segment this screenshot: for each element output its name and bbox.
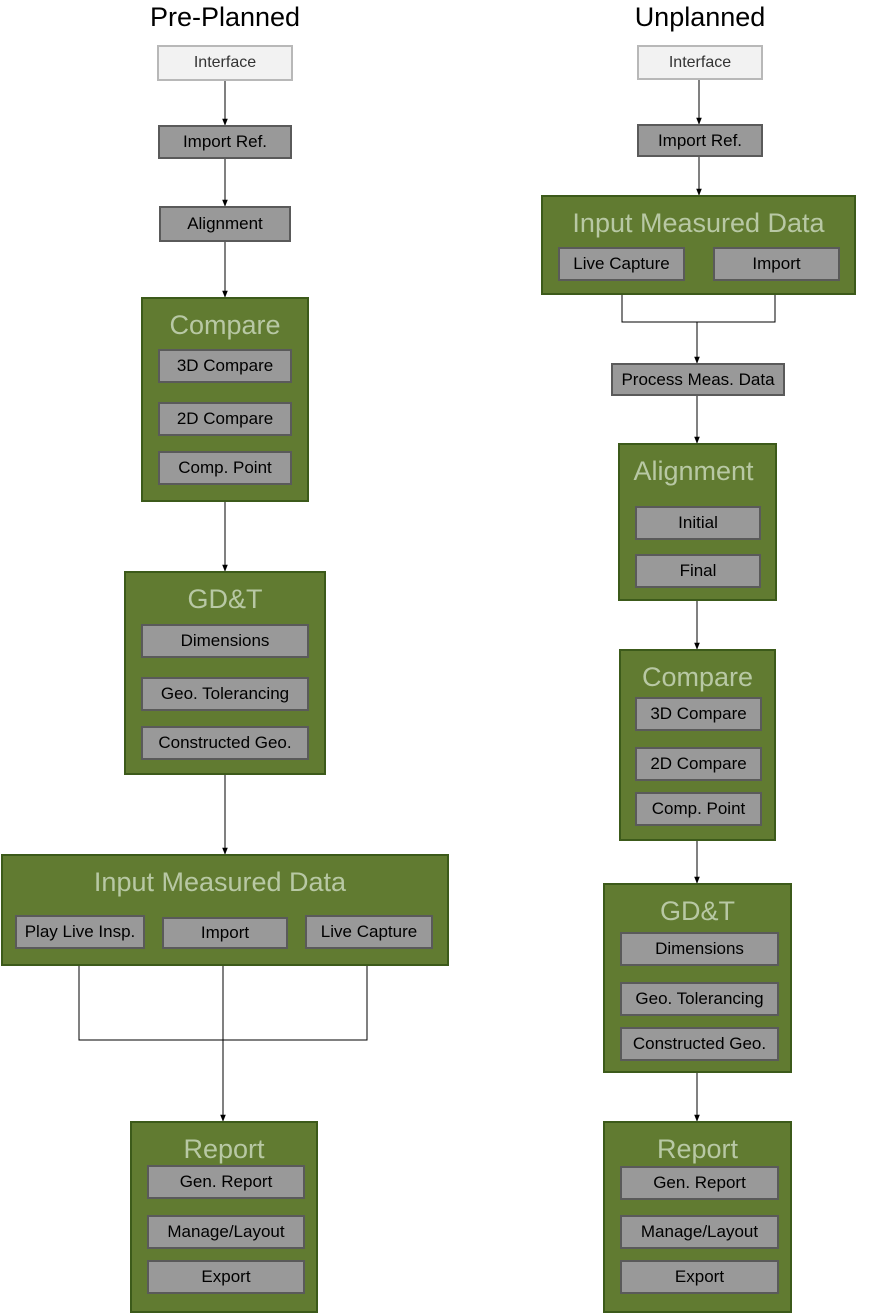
un-report-item: Manage/Layout: [620, 1215, 779, 1249]
pre-gdt-group: GD&T Dimensions Geo. Tolerancing Constru…: [124, 571, 326, 775]
un-report-item: Export: [620, 1260, 779, 1294]
pre-compare-item: Comp. Point: [158, 451, 292, 485]
pre-input-measured-group: Input Measured Data Play Live Insp. Impo…: [1, 854, 449, 966]
un-interface-box: Interface: [637, 45, 763, 80]
merge-line-unplanned: [621, 279, 776, 323]
pre-compare-title: Compare: [169, 310, 281, 340]
pre-planned-title: Pre-Planned: [149, 2, 301, 32]
un-compare-item: Comp. Point: [635, 792, 762, 826]
pre-gdt-item: Geo. Tolerancing: [141, 677, 309, 711]
pre-input-measured-title: Input Measured Data: [93, 867, 347, 897]
un-report-group: Report Gen. Report Manage/Layout Export: [603, 1121, 792, 1313]
pre-compare-item: 2D Compare: [158, 402, 292, 436]
un-gdt-group: GD&T Dimensions Geo. Tolerancing Constru…: [603, 883, 792, 1073]
un-import-ref-box: Import Ref.: [637, 124, 763, 157]
un-gdt-item: Geo. Tolerancing: [620, 982, 779, 1016]
un-input-item: Live Capture: [558, 247, 685, 281]
un-compare-item: 3D Compare: [635, 697, 762, 731]
un-compare-title: Compare: [641, 662, 754, 692]
pre-input-item: Live Capture: [305, 915, 433, 949]
un-compare-group: Compare 3D Compare 2D Compare Comp. Poin…: [619, 649, 776, 841]
pre-gdt-item: Dimensions: [141, 624, 309, 658]
pre-compare-item: 3D Compare: [158, 349, 292, 383]
un-input-item: Import: [713, 247, 840, 281]
unplanned-title: Unplanned: [634, 2, 766, 32]
pre-input-item: Play Live Insp.: [15, 915, 145, 949]
un-alignment-item: Final: [635, 554, 761, 588]
pre-interface-box: Interface: [157, 45, 293, 81]
pre-import-ref-box: Import Ref.: [158, 125, 292, 159]
pre-compare-group: Compare 3D Compare 2D Compare Comp. Poin…: [141, 297, 309, 502]
un-compare-item: 2D Compare: [635, 747, 762, 781]
un-input-measured-title: Input Measured Data: [572, 208, 825, 238]
un-input-measured-group: Input Measured Data Live Capture Import: [541, 195, 856, 295]
un-gdt-item: Dimensions: [620, 932, 779, 966]
un-report-title: Report: [656, 1134, 739, 1164]
pre-report-item: Manage/Layout: [147, 1215, 305, 1249]
pre-report-group: Report Gen. Report Manage/Layout Export: [130, 1121, 318, 1313]
pre-gdt-title: GD&T: [187, 584, 263, 614]
un-process-box: Process Meas. Data: [611, 363, 785, 396]
pre-alignment-box: Alignment: [159, 206, 291, 242]
un-report-item: Gen. Report: [620, 1166, 779, 1200]
pre-report-item: Export: [147, 1260, 305, 1294]
pre-report-item: Gen. Report: [147, 1165, 305, 1199]
un-alignment-title: Alignment: [633, 456, 754, 486]
pre-gdt-item: Constructed Geo.: [141, 726, 309, 760]
un-gdt-item: Constructed Geo.: [620, 1027, 779, 1061]
pre-report-title: Report: [183, 1134, 265, 1164]
un-alignment-item: Initial: [635, 506, 761, 540]
un-gdt-title: GD&T: [659, 896, 735, 926]
pre-input-item: Import: [162, 917, 288, 949]
un-alignment-group: Alignment Initial Final: [618, 443, 777, 601]
